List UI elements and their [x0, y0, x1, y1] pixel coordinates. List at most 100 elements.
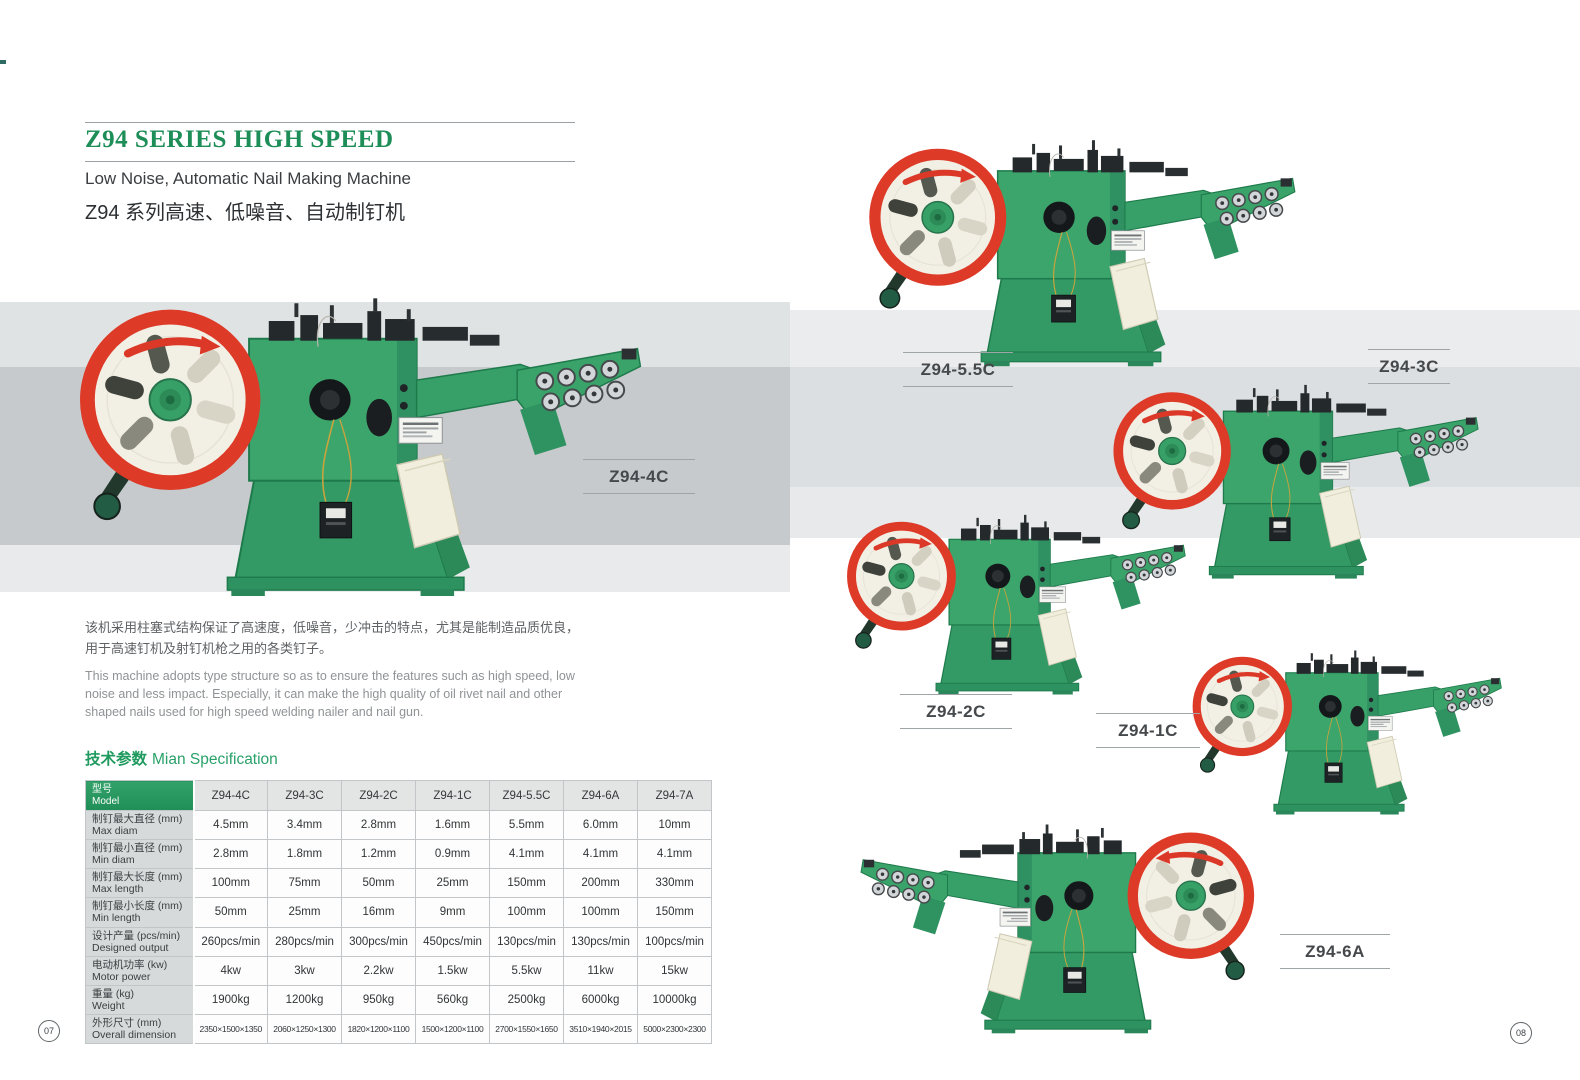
background-band	[790, 310, 1580, 367]
table-cell: 1.2mm	[341, 839, 416, 870]
table-cell: 15kw	[637, 955, 712, 986]
table-cell: 1.5kw	[415, 955, 490, 986]
table-header-cell: Z94-5.5C	[489, 780, 564, 811]
machine-label-z94-6a: Z94-6A	[1280, 934, 1390, 969]
table-cell: 260pcs/min	[193, 926, 268, 957]
table-cell: 100mm	[563, 897, 638, 928]
table-row-label: 电动机功率 (kw)Motor power	[85, 955, 195, 986]
machine-label-z94-5-5c: Z94-5.5C	[903, 352, 1013, 387]
machine-label-z94-3c: Z94-3C	[1368, 349, 1450, 384]
table-cell: 10mm	[637, 809, 712, 841]
table-header-cell: Z94-7A	[637, 780, 712, 811]
table-row-label: 制钉最大长度 (mm)Max length	[85, 868, 195, 899]
table-cell: 4.1mm	[489, 839, 564, 870]
table-row-label: 制钉最大直径 (mm)Max diam	[85, 809, 195, 841]
table-cell: 5000×2300×2300	[637, 1013, 712, 1045]
title-rule-bottom	[85, 161, 575, 162]
table-cell: 2.2kw	[341, 955, 416, 986]
table-cell: 6000kg	[563, 984, 638, 1015]
table-cell: 150mm	[637, 897, 712, 928]
table-header-cell: Z94-3C	[267, 780, 342, 811]
spec-title-chinese: 技术参数	[85, 751, 148, 768]
table-cell: 2500kg	[489, 984, 564, 1015]
spec-title-english: Mian Specification	[152, 751, 278, 768]
page-number-left: 07	[38, 1020, 60, 1042]
table-header-cell: Z94-1C	[415, 780, 490, 811]
table-cell: 2700×1550×1650	[489, 1013, 564, 1045]
table-cell: 0.9mm	[415, 839, 490, 870]
machine-illustration-z94-6a	[842, 792, 1277, 1034]
table-cell: 16mm	[341, 897, 416, 928]
table-cell: 2060×1250×1300	[267, 1013, 342, 1045]
table-cell: 10000kg	[637, 984, 712, 1015]
table-cell: 5.5kw	[489, 955, 564, 986]
description-english: This machine adopts type structure so as…	[85, 669, 575, 720]
page-edge-mark	[0, 60, 6, 64]
table-cell: 50mm	[193, 897, 268, 928]
table-header-cell: Z94-2C	[341, 780, 416, 811]
machine-illustration-z94-4c	[70, 252, 645, 597]
machine-illustration-z94-2c	[842, 472, 1187, 710]
table-cell: 1.8mm	[267, 839, 342, 870]
table-cell: 2.8mm	[193, 839, 268, 870]
table-row-label: 重量 (kg)Weight	[85, 984, 195, 1015]
table-cell: 100mm	[193, 868, 268, 899]
table-cell: 11kw	[563, 955, 638, 986]
table-cell: 50mm	[341, 868, 416, 899]
table-header-cell: Z94-4C	[193, 780, 268, 811]
table-cell: 4.5mm	[193, 809, 268, 841]
table-cell: 2350×1500×1350	[193, 1013, 268, 1045]
table-cell: 100pcs/min	[637, 926, 712, 957]
title-rule-top	[85, 122, 575, 123]
table-cell: 950kg	[341, 984, 416, 1015]
table-cell: 130pcs/min	[489, 926, 564, 957]
table-cell: 4kw	[193, 955, 268, 986]
table-cell: 1.6mm	[415, 809, 490, 841]
machine-illustration-z94-5-5c	[850, 105, 1310, 367]
table-cell: 4.1mm	[637, 839, 712, 870]
table-cell: 25mm	[415, 868, 490, 899]
page-title: Z94 SERIES HIGH SPEED	[85, 126, 394, 153]
table-row-label: 制钉最小长度 (mm)Min length	[85, 897, 195, 928]
table-cell: 300pcs/min	[341, 926, 416, 957]
table-cell: 1900kg	[193, 984, 268, 1015]
table-row-label: 外形尺寸 (mm)Overall dimension	[85, 1013, 195, 1045]
table-cell: 1200kg	[267, 984, 342, 1015]
subtitle-english: Low Noise, Automatic Nail Making Machine	[85, 169, 411, 188]
table-cell: 3510×1940×2015	[563, 1013, 638, 1045]
table-cell: 2.8mm	[341, 809, 416, 841]
table-cell: 9mm	[415, 897, 490, 928]
table-cell: 75mm	[267, 868, 342, 899]
table-cell: 3kw	[267, 955, 342, 986]
table-cell: 150mm	[489, 868, 564, 899]
machine-label-z94-1c: Z94-1C	[1096, 713, 1200, 748]
table-cell: 280pcs/min	[267, 926, 342, 957]
table-cell: 1500×1200×1100	[415, 1013, 490, 1045]
table-cell: 5.5mm	[489, 809, 564, 841]
table-cell: 25mm	[267, 897, 342, 928]
table-cell: 450pcs/min	[415, 926, 490, 957]
table-row-label: 制钉最小直径 (mm)Min diam	[85, 839, 195, 870]
table-cell: 560kg	[415, 984, 490, 1015]
table-row-label: 设计产量 (pcs/min)Designed output	[85, 926, 195, 957]
table-cell: 4.1mm	[563, 839, 638, 870]
table-cell: 100mm	[489, 897, 564, 928]
machine-label-z94-4c: Z94-4C	[583, 459, 695, 494]
table-cell: 130pcs/min	[563, 926, 638, 957]
description-chinese: 该机采用柱塞式结构保证了高速度，低噪音，少冲击的特点，尤其是能制造品质优良，用于…	[85, 620, 580, 657]
machine-label-z94-2c: Z94-2C	[900, 694, 1012, 729]
page-number-right: 08	[1510, 1022, 1532, 1044]
